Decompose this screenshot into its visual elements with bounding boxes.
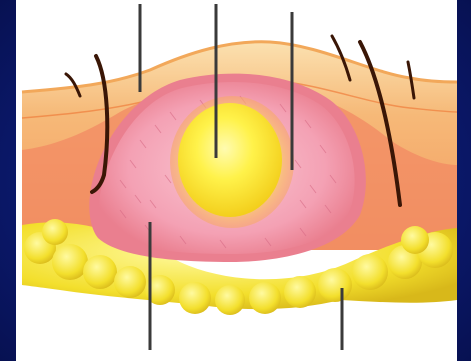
cyst-core bbox=[178, 103, 282, 217]
